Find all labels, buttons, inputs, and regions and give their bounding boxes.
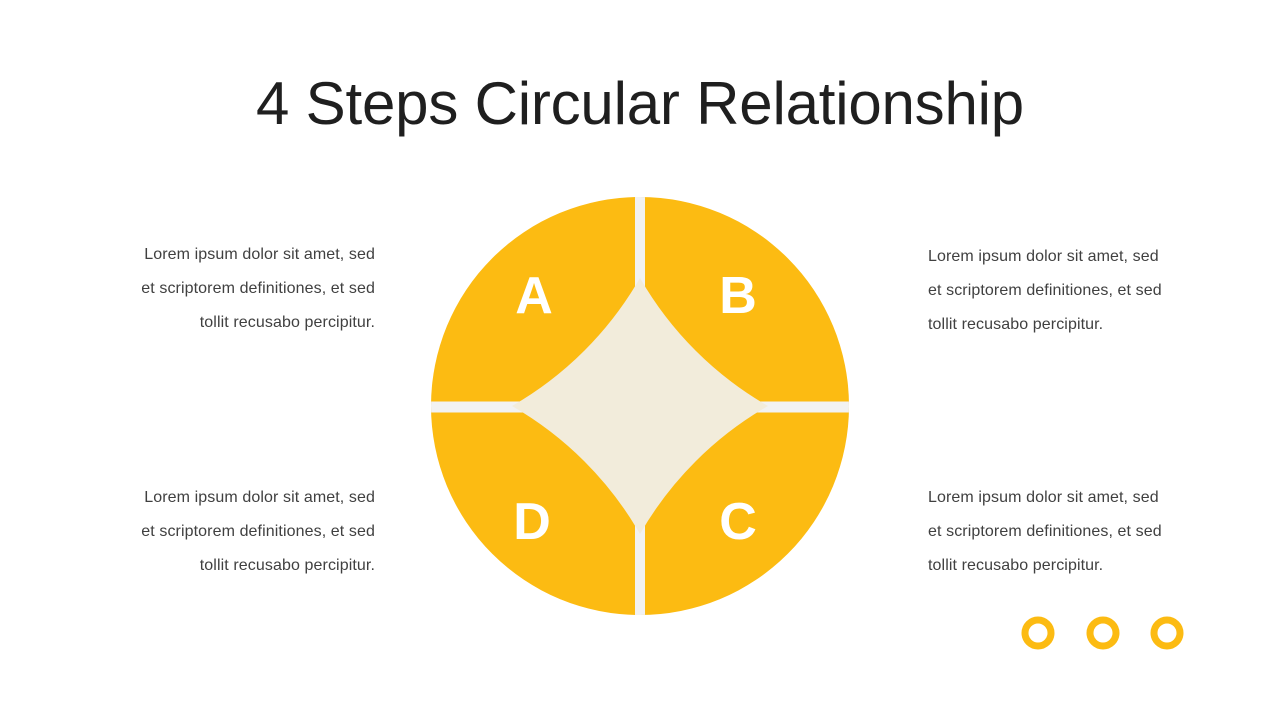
text-block-bottom-left: Lorem ipsum dolor sit amet, sed et scrip… — [75, 481, 375, 583]
circle-outline-icon — [1021, 616, 1055, 650]
text-line: Lorem ipsum dolor sit amet, sed — [144, 489, 375, 506]
text-line: et scriptorem definitiones, et sed — [141, 523, 375, 540]
center-star-shape — [512, 278, 768, 534]
page-title: 4 Steps Circular Relationship — [256, 70, 1024, 137]
segment-label-d: D — [513, 493, 551, 551]
text-block-bottom-right: Lorem ipsum dolor sit amet, sed et scrip… — [928, 481, 1228, 583]
text-line: Lorem ipsum dolor sit amet, sed — [928, 248, 1159, 265]
text-line: tollit recusabo percipitur. — [199, 314, 375, 331]
text-block-top-left: Lorem ipsum dolor sit amet, sed et scrip… — [75, 238, 375, 340]
text-line: Lorem ipsum dolor sit amet, sed — [144, 246, 375, 263]
text-line: tollit recusabo percipitur. — [928, 316, 1104, 333]
circle-outline-icon — [1150, 616, 1184, 650]
segment-label-b: B — [719, 267, 757, 325]
text-line: et scriptorem definitiones, et sed — [928, 282, 1162, 299]
text-line: et scriptorem definitiones, et sed — [928, 523, 1162, 540]
text-line: tollit recusabo percipitur. — [199, 557, 375, 574]
text-block-top-right: Lorem ipsum dolor sit amet, sed et scrip… — [928, 240, 1228, 342]
text-line: et scriptorem definitiones, et sed — [141, 280, 375, 297]
text-line: Lorem ipsum dolor sit amet, sed — [928, 489, 1159, 506]
segment-label-c: C — [719, 493, 757, 551]
circle-outline-icon — [1086, 616, 1120, 650]
text-line: tollit recusabo percipitur. — [928, 557, 1104, 574]
segment-label-a: A — [515, 267, 553, 325]
